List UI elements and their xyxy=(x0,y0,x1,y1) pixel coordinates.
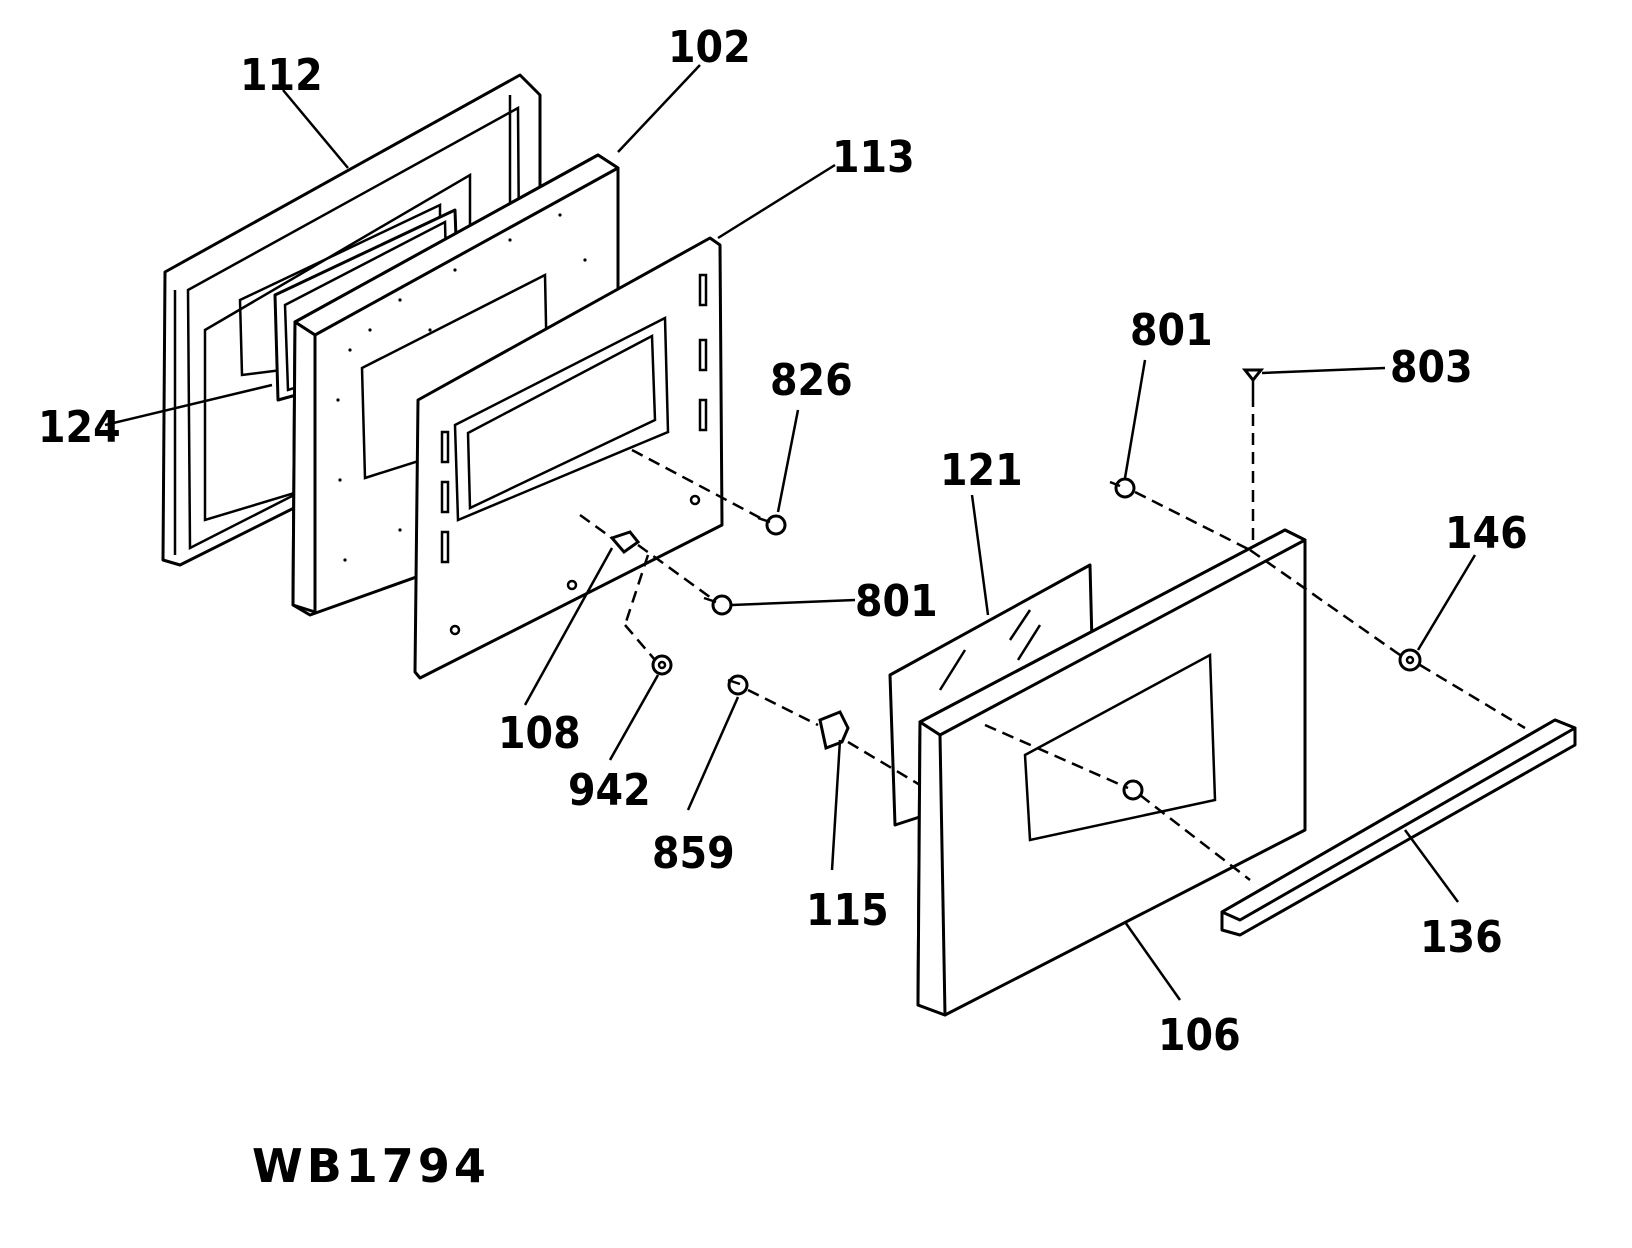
label-102: 102 xyxy=(668,22,751,73)
drawing-code: WB1794 xyxy=(252,1139,490,1193)
label-146: 146 xyxy=(1445,508,1528,559)
label-859: 859 xyxy=(652,828,735,879)
label-942: 942 xyxy=(568,765,651,816)
label-115: 115 xyxy=(806,885,889,936)
label-106: 106 xyxy=(1158,1010,1241,1061)
part-136-handle xyxy=(1220,718,1577,937)
label-801-mid: 801 xyxy=(855,576,938,627)
part-113-inner-panel xyxy=(413,236,724,680)
part-labels: 112 102 113 124 826 801 803 801 121 146 … xyxy=(38,22,1528,1061)
part-106-outer-door xyxy=(916,528,1307,1017)
assembly-lines xyxy=(579,395,1526,881)
label-826: 826 xyxy=(770,355,853,406)
label-112: 112 xyxy=(240,50,323,101)
label-121: 121 xyxy=(940,445,1023,496)
label-108: 108 xyxy=(498,708,581,759)
label-801-right: 801 xyxy=(1130,305,1213,356)
label-136: 136 xyxy=(1420,912,1503,963)
label-124: 124 xyxy=(38,402,121,453)
hardware xyxy=(609,368,1422,801)
label-113: 113 xyxy=(832,132,915,183)
leader-lines xyxy=(104,64,1477,1001)
label-803: 803 xyxy=(1390,342,1473,393)
